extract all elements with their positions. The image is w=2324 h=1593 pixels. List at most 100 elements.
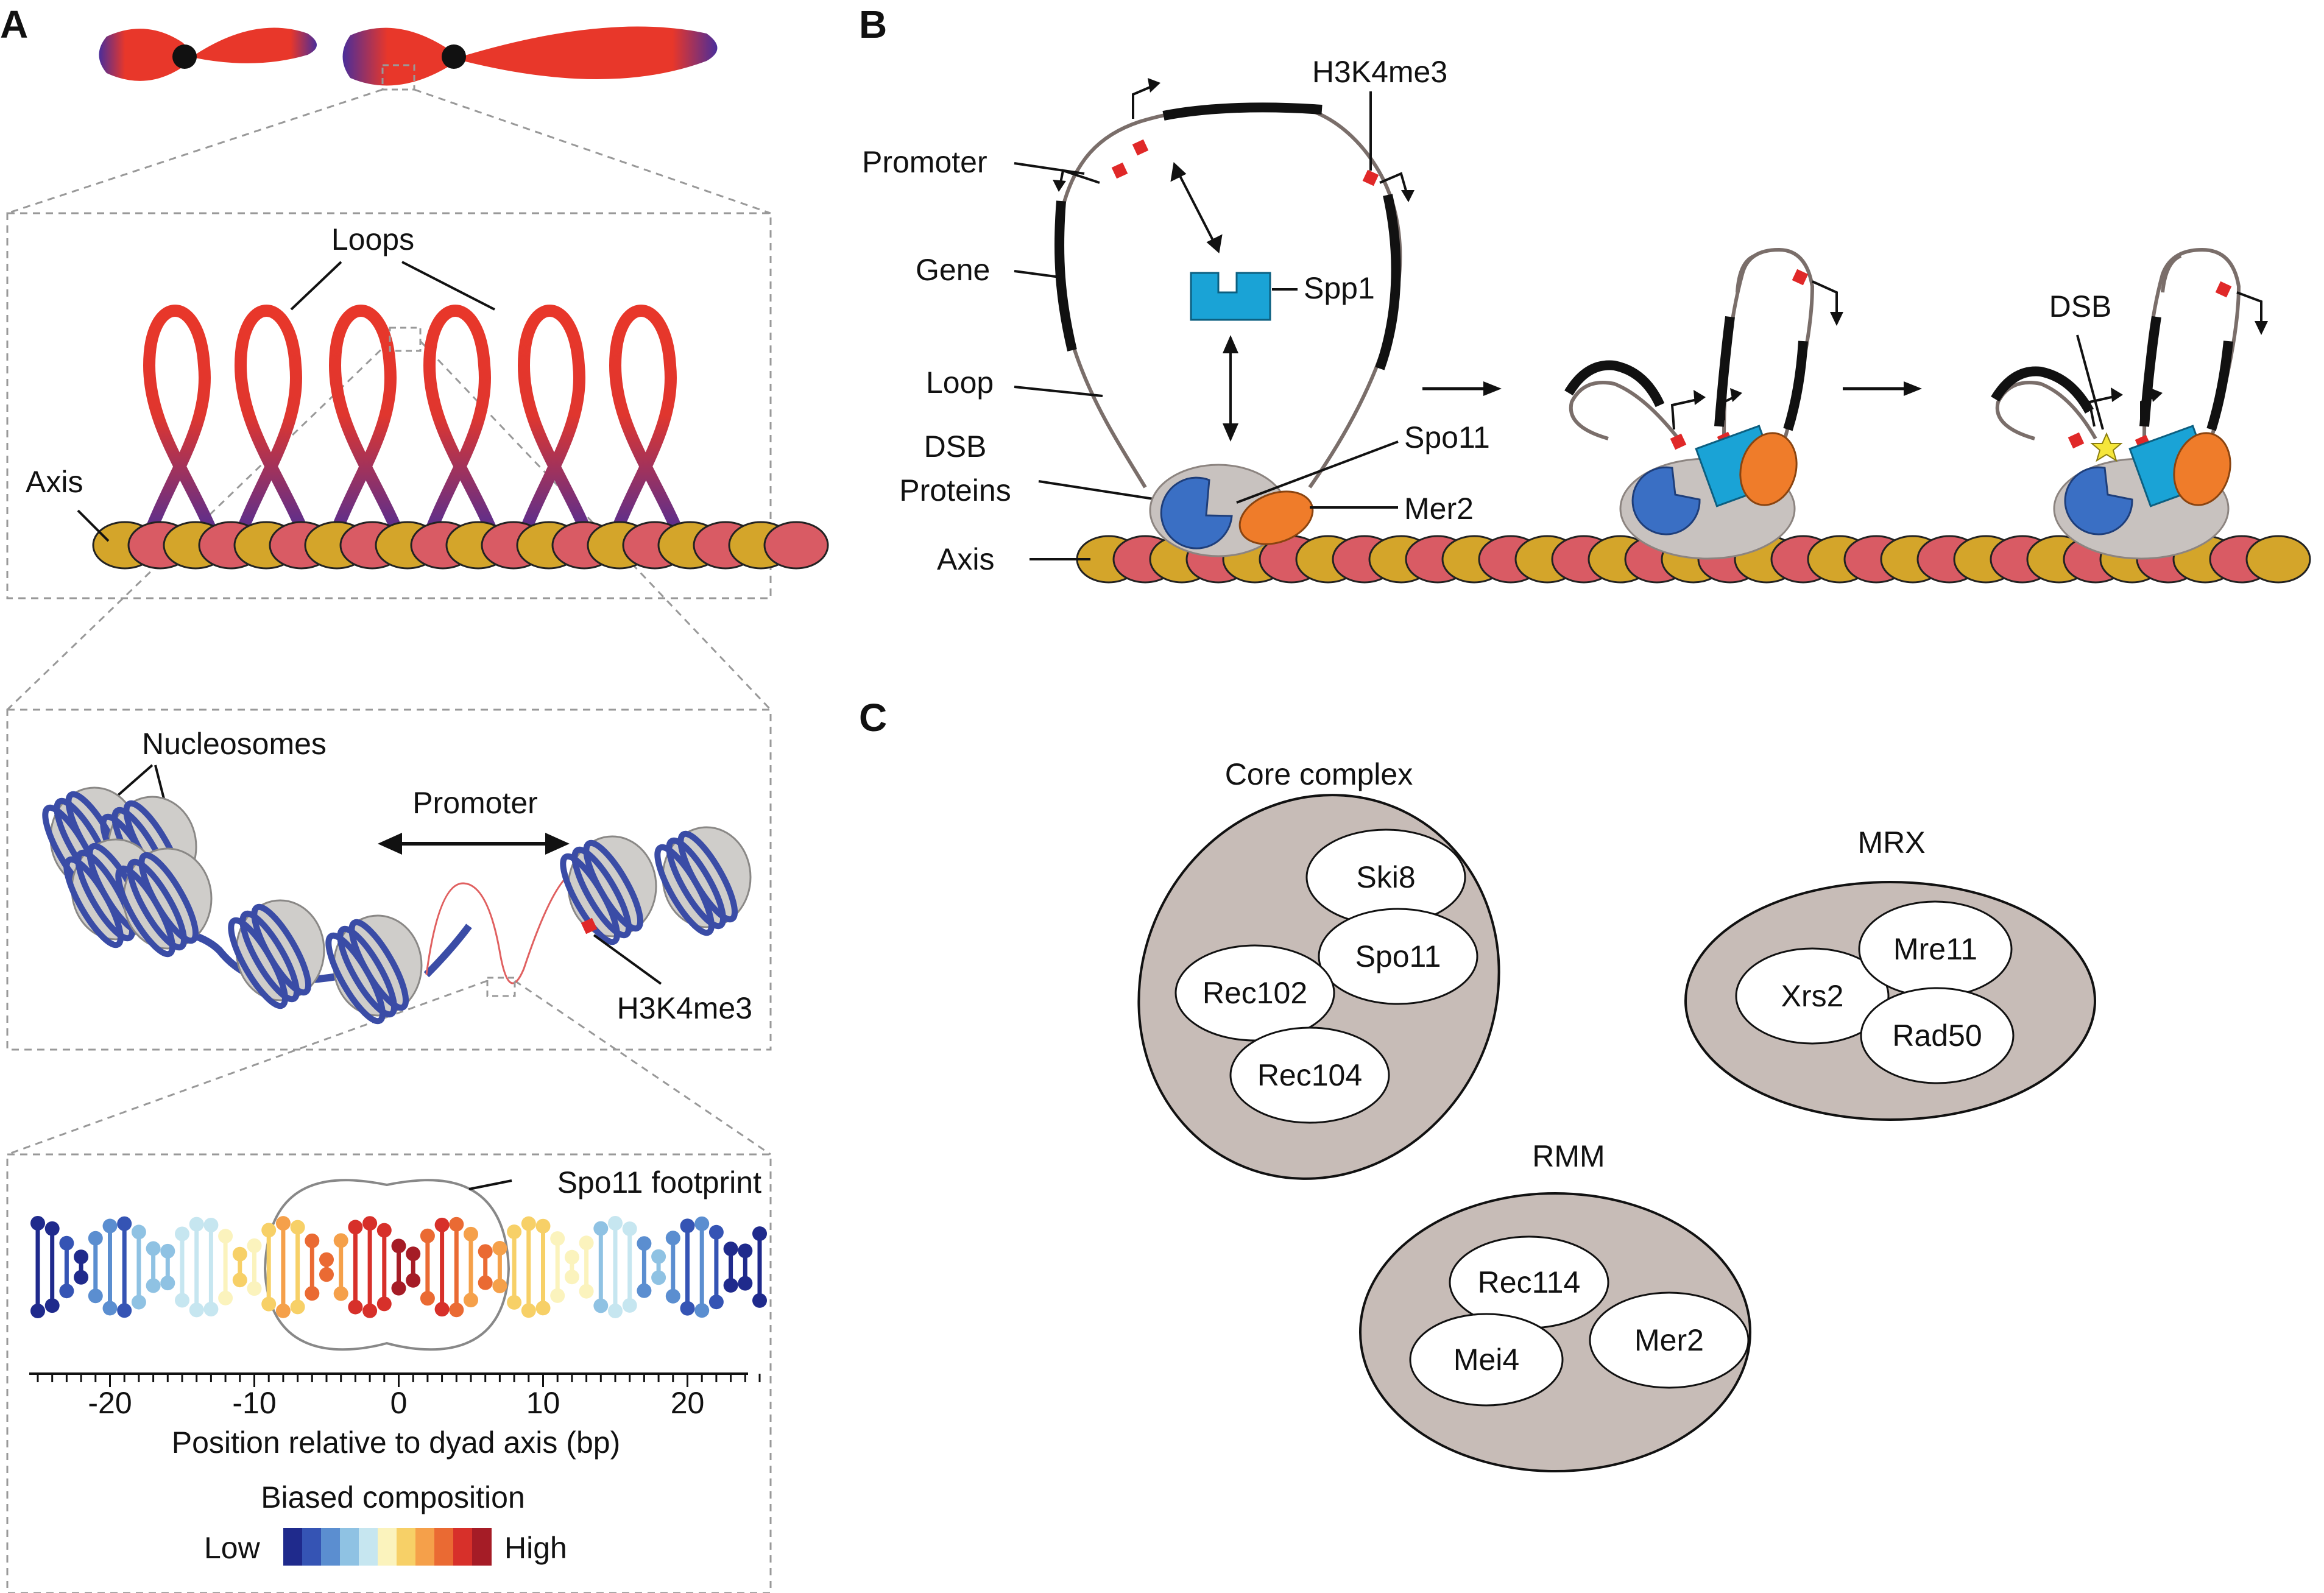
base-pair <box>665 1231 680 1304</box>
transcription-arrowheads <box>1053 78 1415 202</box>
axis-tick-label: -20 <box>88 1386 132 1420</box>
base-pair <box>333 1233 348 1301</box>
mrx-title: MRX <box>1857 825 1925 860</box>
chromosomes <box>99 26 718 91</box>
nucleosome <box>228 899 325 1009</box>
base-pair <box>275 1216 291 1318</box>
base-pair <box>391 1238 406 1296</box>
axis-bead <box>2245 535 2311 584</box>
base-pair <box>535 1218 551 1316</box>
gene-label: Gene <box>916 253 990 287</box>
scale-swatch <box>378 1528 397 1566</box>
scale-swatch <box>340 1528 359 1566</box>
chromatin-loop <box>515 305 597 548</box>
axis-label-a: Axis <box>26 465 83 499</box>
base-pair <box>694 1216 710 1318</box>
chromatin-loops <box>140 305 688 548</box>
dsb-proteins-pointer <box>1038 480 1158 501</box>
scale-swatch <box>321 1528 341 1566</box>
nucleosomes-label: Nucleosomes <box>142 727 327 761</box>
core-complex-title: Core complex <box>1225 757 1413 791</box>
panel-letter-c: C <box>859 696 887 740</box>
mer2-label-b: Mer2 <box>1404 492 1474 526</box>
legend-low-label: Low <box>204 1531 261 1565</box>
h3k4me3-label-a: H3K4me3 <box>617 991 752 1025</box>
base-pair <box>218 1229 233 1305</box>
xrs2-label: Xrs2 <box>1781 979 1844 1013</box>
nucleosome-group <box>42 786 752 1025</box>
nucleosome <box>115 847 213 958</box>
spp1-label: Spp1 <box>1304 271 1375 305</box>
loops-box <box>6 212 772 599</box>
promoter-label-b: Promoter <box>862 145 987 179</box>
base-pair <box>608 1216 623 1318</box>
promoter-arrow <box>378 833 570 855</box>
base-pair <box>59 1235 74 1299</box>
axis-tick-label: -10 <box>232 1386 276 1420</box>
chromosome-small <box>99 27 317 81</box>
base-pair <box>203 1217 219 1317</box>
scale-swatch <box>359 1528 378 1566</box>
base-pair <box>406 1246 421 1288</box>
centromere-large <box>442 44 466 69</box>
mrx-complex: MRX Xrs2 Mre11 Rad50 <box>1684 825 2096 1121</box>
base-pair <box>376 1223 392 1312</box>
axis-bead <box>763 521 829 570</box>
base-pair <box>708 1224 724 1310</box>
rad50-label: Rad50 <box>1892 1019 1982 1053</box>
nucleosome <box>325 914 423 1025</box>
base-pair <box>189 1217 204 1318</box>
nucleosome <box>560 835 657 945</box>
core-complex: Core complex Ski8 Spo11 Rec102 Rec104 <box>1137 757 1500 1180</box>
base-pair <box>247 1238 262 1296</box>
scale-swatch <box>283 1528 303 1566</box>
base-pair <box>74 1249 89 1285</box>
dsb-proteins-label-line1: DSB <box>924 429 987 464</box>
base-pair <box>464 1226 478 1308</box>
scale-swatch <box>397 1528 416 1566</box>
mei4-label: Mei4 <box>1453 1343 1519 1377</box>
promoter-label-a: Promoter <box>412 786 538 820</box>
dsb-label: DSB <box>2049 289 2112 323</box>
axis-tick-label: 20 <box>671 1386 705 1420</box>
base-pair <box>362 1216 378 1318</box>
chromatin-loop <box>140 305 222 548</box>
loops-label: Loops <box>331 222 414 256</box>
base-pair <box>290 1220 305 1315</box>
loop-pointer <box>1014 386 1103 397</box>
base-pair <box>449 1217 464 1318</box>
axis-label-b: Axis <box>937 542 994 576</box>
base-pair <box>160 1243 175 1291</box>
h3k4me3-label-b: H3K4me3 <box>1312 55 1447 89</box>
zoom-box-promoter <box>486 977 516 997</box>
rmm-title: RMM <box>1532 1139 1605 1173</box>
base-pair <box>492 1241 507 1293</box>
h3k4me3-marks-b <box>1111 139 1379 186</box>
base-pair <box>651 1249 666 1285</box>
progression-arrow-2 <box>1843 381 1922 396</box>
base-pair <box>88 1231 103 1304</box>
rad50-oval <box>1860 987 2015 1084</box>
axis-beads-a <box>92 521 829 570</box>
base-pair <box>434 1217 450 1317</box>
mer2-oval <box>1589 1291 1750 1389</box>
mer2-label-c: Mer2 <box>1634 1323 1704 1357</box>
loop-stage-3 <box>1991 247 2268 560</box>
base-pair <box>319 1252 334 1282</box>
base-pair <box>261 1223 277 1312</box>
base-pair <box>44 1221 60 1313</box>
rec102-label: Rec102 <box>1203 976 1307 1010</box>
legend-title: Biased composition <box>261 1480 525 1514</box>
base-pair <box>507 1224 522 1310</box>
axis-tick-label: 10 <box>526 1386 560 1420</box>
gene-pointer <box>1014 270 1061 278</box>
position-axis: -20 -10 0 10 20 <box>29 1372 761 1420</box>
spo11-protein-1 <box>1160 476 1233 549</box>
base-pair <box>232 1246 247 1288</box>
base-pair <box>117 1216 132 1318</box>
promoter-dna <box>425 876 568 984</box>
zoom-box-chromosome <box>381 64 415 91</box>
axis-tick-label: 0 <box>390 1386 408 1420</box>
loop-stage-2 <box>1564 247 1843 560</box>
rec114-label: Rec114 <box>1478 1265 1581 1299</box>
